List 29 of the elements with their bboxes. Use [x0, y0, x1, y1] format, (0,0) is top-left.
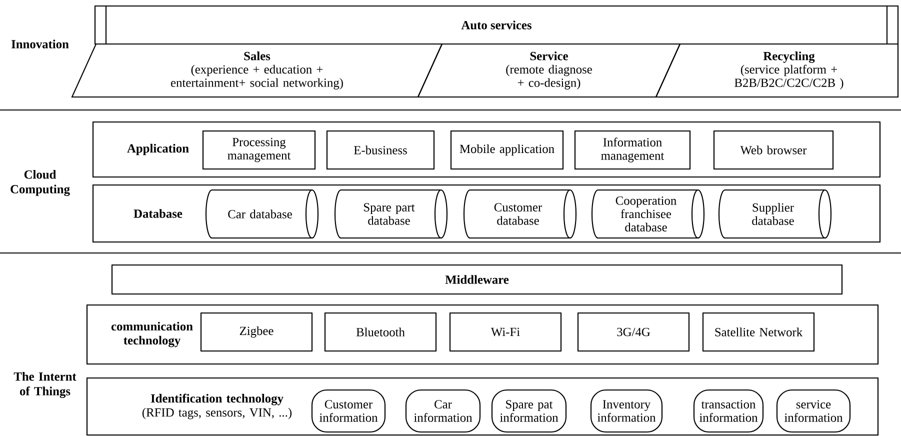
module-box: 3G/4G [577, 312, 690, 352]
database-cylinder: Customer database [463, 189, 577, 239]
module-box: Mobile application [450, 130, 564, 170]
module-box: Web browser [713, 130, 834, 170]
database-cylinder: Spare part database [334, 189, 448, 239]
module-box: Information management [574, 130, 691, 170]
database-cylinder: Car database [205, 189, 319, 239]
information-pill: Inventory information [590, 389, 663, 433]
layer-label: Cloud Computing [10, 170, 70, 196]
module-box: Wi-Fi [449, 312, 562, 352]
information-pill: transaction information [693, 389, 764, 433]
module-box: Bluetooth [324, 312, 437, 352]
information-pill: Spare pat information [491, 389, 567, 433]
database-cylinder: Supplier database [718, 189, 832, 239]
information-pill: Car information [405, 389, 481, 433]
information-pill: Customer information [311, 389, 386, 433]
layer-label: The Internt of Things [14, 372, 76, 398]
layer-label: Innovation [12, 40, 69, 48]
service-panel: Recycling (service platform + B2B/B2C/C2C/C2B ) [655, 43, 899, 98]
module-box: Satellite Network [702, 312, 815, 352]
module-box: E-business [326, 130, 435, 170]
banner-box: Auto services [94, 5, 899, 45]
module-box: Middleware [111, 264, 843, 295]
module-box: Processing management [202, 130, 316, 170]
service-panel: Service (remote diagnose + co-design) [417, 43, 681, 98]
module-box: Zigbee [200, 312, 313, 352]
information-pill: service information [776, 389, 851, 433]
database-cylinder: Cooperation franchisee database [591, 189, 705, 239]
service-panel: Sales (experience + education + entertainment+ social networking) [71, 43, 443, 98]
